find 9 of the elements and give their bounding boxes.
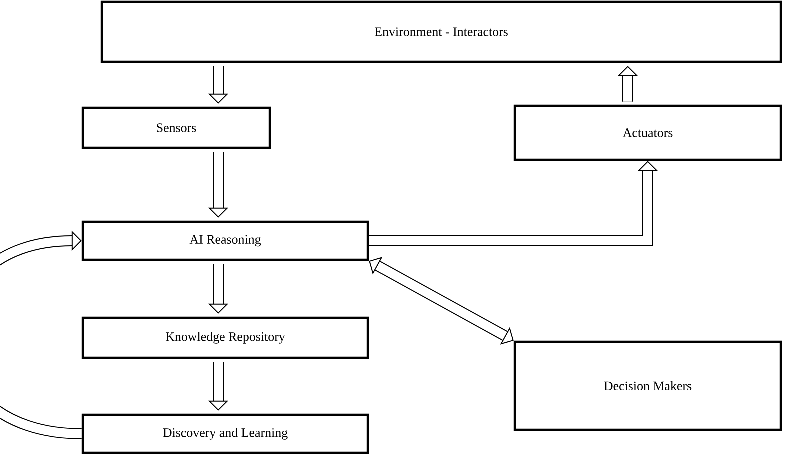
process-box: AI Reasoning <box>82 220 370 262</box>
process-box: Environment - Interactors <box>100 0 782 64</box>
process-box: Sensors <box>82 106 272 150</box>
block-arrow <box>369 257 514 345</box>
block-arrow <box>0 230 82 440</box>
process-box: Decision Makers <box>514 340 782 432</box>
process-box: Discovery and Learning <box>82 414 370 454</box>
process-box: Actuators <box>514 104 782 162</box>
process-box: Knowledge Repository <box>82 316 370 360</box>
